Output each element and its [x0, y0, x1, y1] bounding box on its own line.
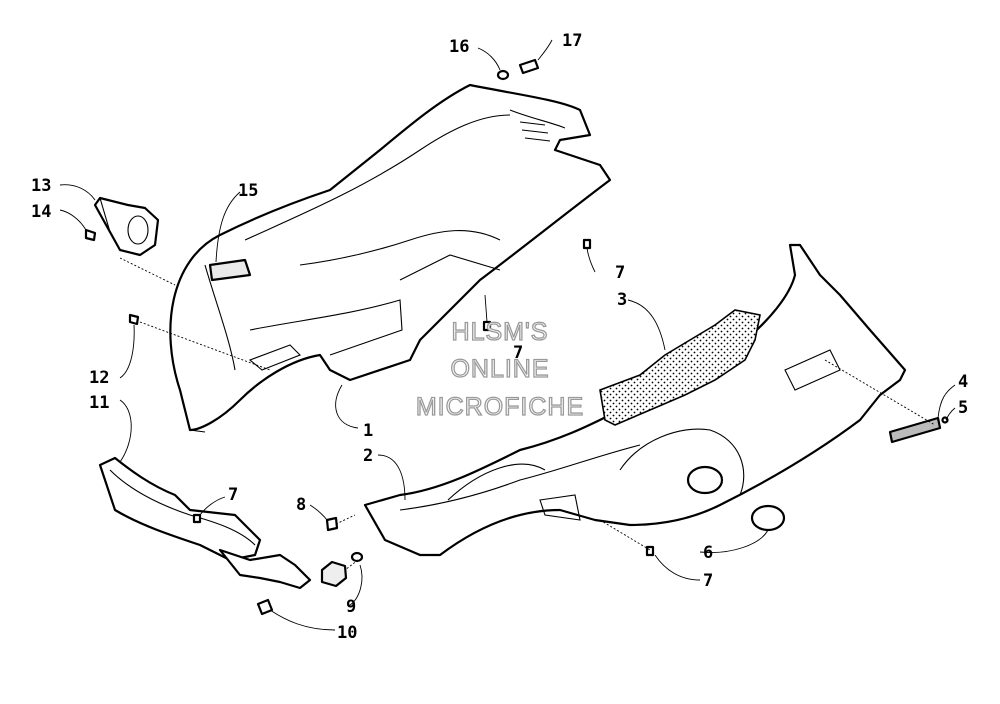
watermark: HLSM'S ONLINE MICROFICHE: [415, 317, 584, 421]
part-14-screw: [84, 228, 97, 242]
watermark-line-2: ONLINE: [450, 355, 549, 383]
callout-7-mid: 7: [513, 343, 523, 363]
callout-5: 5: [958, 398, 968, 418]
part-15-seal: [208, 258, 252, 282]
callout-8: 8: [296, 495, 306, 515]
part-8-clip: [325, 516, 339, 532]
callout-15: 15: [238, 181, 258, 201]
callout-12: 12: [89, 368, 109, 388]
watermark-line-1: HLSM'S: [452, 318, 549, 346]
watermark-line-3: MICROFICHE: [416, 393, 584, 421]
callout-4: 4: [958, 372, 968, 392]
callout-7-top: 7: [615, 263, 625, 283]
callout-7-left: 7: [228, 485, 238, 505]
callout-6: 6: [703, 543, 713, 563]
part-11-front-piece: [98, 456, 312, 590]
part-7-screws: [192, 238, 655, 557]
callout-14: 14: [31, 202, 51, 222]
part-6-plug: [686, 465, 786, 532]
part-3-insulation: [599, 309, 761, 426]
part-13-boot: [93, 196, 160, 257]
part-4-reflector: [888, 416, 942, 444]
callout-11: 11: [89, 393, 109, 413]
part-17-bolt: [518, 58, 540, 75]
callout-1: 1: [363, 421, 373, 441]
callout-13: 13: [31, 176, 51, 196]
leader-lines: [59, 39, 956, 631]
callout-9: 9: [346, 597, 356, 617]
part-9-grommet: [320, 551, 364, 588]
part-1-upper-liner: [169, 83, 612, 433]
part-10-bolt: [256, 598, 274, 616]
callout-10: 10: [337, 623, 357, 643]
callout-3: 3: [617, 290, 627, 310]
callout-16: 16: [449, 37, 469, 57]
callout-2: 2: [363, 446, 373, 466]
callouts: 16 17 13 14 15 7 3 7 12 11 4 5 1 2 7 8 6…: [31, 31, 968, 643]
part-12-screw: [128, 313, 140, 326]
part-16-washer: [496, 69, 510, 81]
callout-17: 17: [562, 31, 582, 51]
callout-7-bottom: 7: [703, 571, 713, 591]
